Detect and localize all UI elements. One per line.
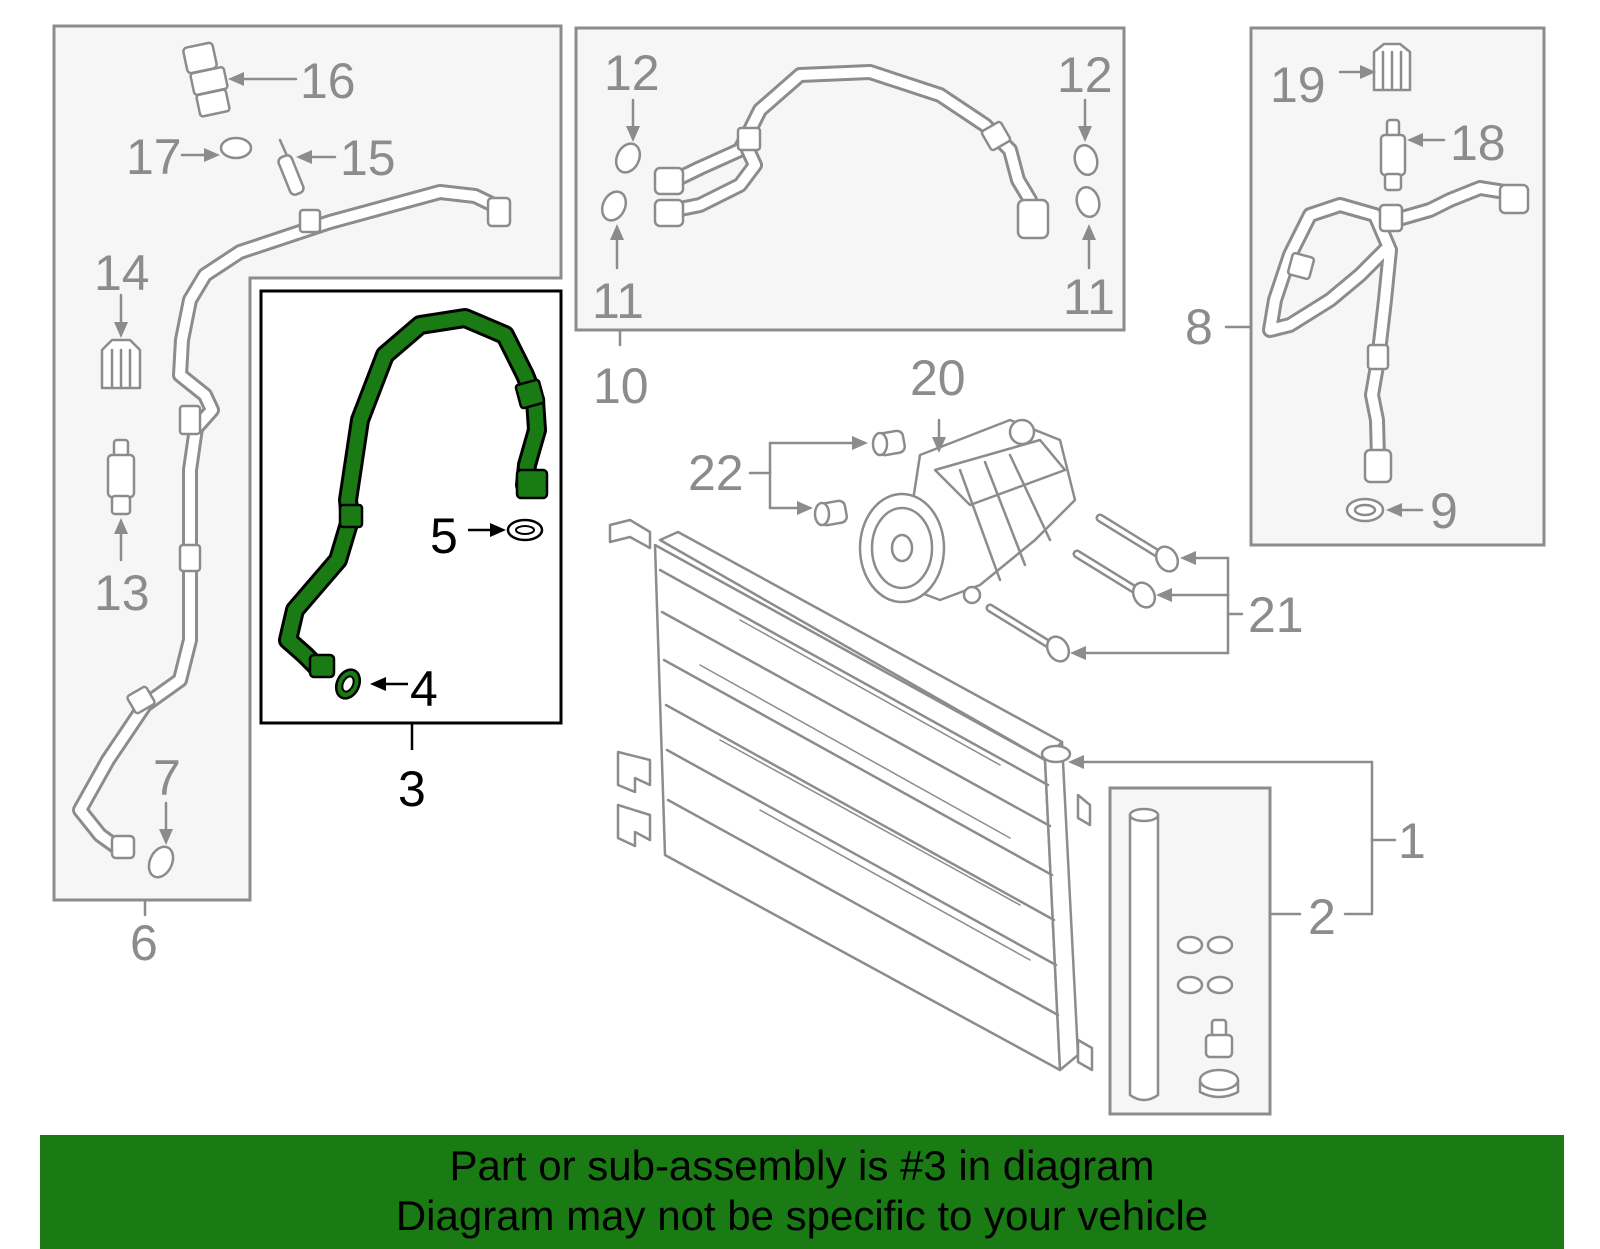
charge-valve-icon (106, 438, 136, 516)
callout-19: 19 (1270, 57, 1326, 113)
pressure-sensor-icon (182, 41, 231, 118)
o-ring-icon (614, 142, 642, 174)
bushing-icon (813, 499, 849, 527)
callout-13: 13 (94, 565, 150, 621)
part-group-22[interactable]: 22 (688, 429, 907, 527)
callout-5: 5 (430, 508, 458, 564)
callout-12: 12 (604, 45, 660, 101)
bolt-icon (1095, 513, 1180, 573)
part-group-3[interactable]: 5 4 3 (259, 289, 563, 817)
callout-20: 20 (910, 350, 966, 406)
bushing-icon (871, 429, 907, 457)
callout-6: 6 (130, 915, 158, 971)
callout-21: 21 (1248, 587, 1304, 643)
callout-18: 18 (1450, 115, 1506, 171)
callout-12: 12 (1057, 47, 1113, 103)
callout-14: 14 (94, 245, 150, 301)
o-ring-icon (600, 190, 628, 222)
drier-cartridge-icon (1128, 808, 1160, 1102)
service-cap-icon (100, 338, 142, 390)
callout-17: 17 (126, 129, 182, 185)
callout-7: 7 (153, 750, 181, 806)
callout-22: 22 (688, 445, 744, 501)
part-group-21[interactable]: 21 (985, 513, 1304, 665)
callout-1: 1 (1398, 813, 1426, 869)
bolt-icon (1072, 549, 1157, 609)
callout-4: 4 (410, 661, 438, 717)
callout-10: 10 (593, 358, 649, 414)
o-ring-icon (1176, 975, 1204, 995)
cap-icon (1198, 1068, 1240, 1099)
banner-line-1: Part or sub-assembly is #3 in diagram (449, 1142, 1155, 1189)
part-group-2[interactable]: 2 (1108, 786, 1374, 1116)
info-banner: Part or sub-assembly is #3 in diagram Di… (40, 1135, 1564, 1249)
o-ring-icon (1206, 975, 1234, 995)
callout-16: 16 (300, 53, 356, 109)
callout-3: 3 (398, 761, 426, 817)
service-cap-icon (1372, 42, 1412, 92)
callout-11: 11 (592, 273, 644, 329)
o-ring-icon (1206, 935, 1234, 955)
callout-2: 2 (1308, 889, 1336, 945)
valve-core-icon (277, 138, 305, 196)
part-group-8[interactable]: 19 18 8 9 (1185, 26, 1546, 547)
o-ring-icon (147, 845, 175, 879)
plug-icon (1204, 1018, 1234, 1059)
o-ring-icon (1075, 185, 1101, 219)
bolt-icon (985, 603, 1071, 663)
part-group-1[interactable]: 1 (608, 518, 1426, 1072)
panel-8 (1249, 26, 1546, 547)
o-ring-icon (1073, 143, 1099, 177)
banner-line-2: Diagram may not be specific to your vehi… (395, 1192, 1209, 1239)
callout-11: 11 (1063, 269, 1115, 325)
callout-8: 8 (1185, 299, 1213, 355)
o-ring-icon (219, 136, 253, 160)
charge-valve-icon (1379, 118, 1407, 192)
callout-9: 9 (1430, 483, 1458, 539)
part-group-10[interactable]: 12 11 12 11 10 (574, 26, 1126, 414)
callout-15: 15 (340, 130, 396, 186)
part-group-20[interactable]: 20 (858, 350, 1077, 605)
o-ring-icon (1176, 935, 1204, 955)
part-group-6[interactable]: 16 17 15 14 13 7 6 (52, 24, 563, 971)
